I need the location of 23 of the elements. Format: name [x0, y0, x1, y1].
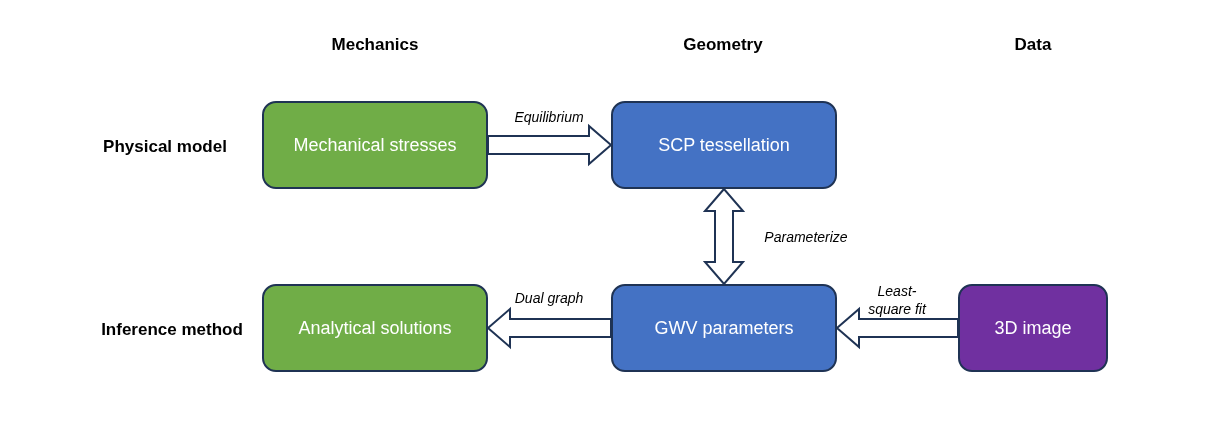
edge-label: Least-square fit: [867, 282, 928, 318]
edge-label: Equilibrium: [513, 109, 585, 127]
node-text: Mechanical stresses: [293, 134, 457, 156]
column-heading: Mechanics: [330, 33, 420, 56]
process-box: [262, 284, 488, 372]
node-text: GWV parameters: [654, 317, 794, 339]
edge-label: Parameterize: [763, 229, 849, 247]
block-arrow: [487, 123, 613, 167]
column-heading: Geometry: [682, 33, 764, 56]
block-arrow: [835, 306, 959, 350]
row-heading: Inference method: [100, 318, 244, 341]
row-heading: Physical model: [102, 135, 228, 158]
node-text: SCP tessellation: [658, 134, 790, 156]
process-box: [262, 101, 488, 189]
edge-label: Dual graph: [513, 290, 585, 308]
block-arrow: [486, 306, 612, 350]
node-text: Analytical solutions: [298, 317, 452, 339]
process-box: [958, 284, 1108, 372]
process-box: [611, 101, 837, 189]
node-text: 3D image: [994, 317, 1072, 339]
block-arrow: [702, 187, 746, 286]
process-box: [611, 284, 837, 372]
column-heading: Data: [1013, 33, 1053, 56]
